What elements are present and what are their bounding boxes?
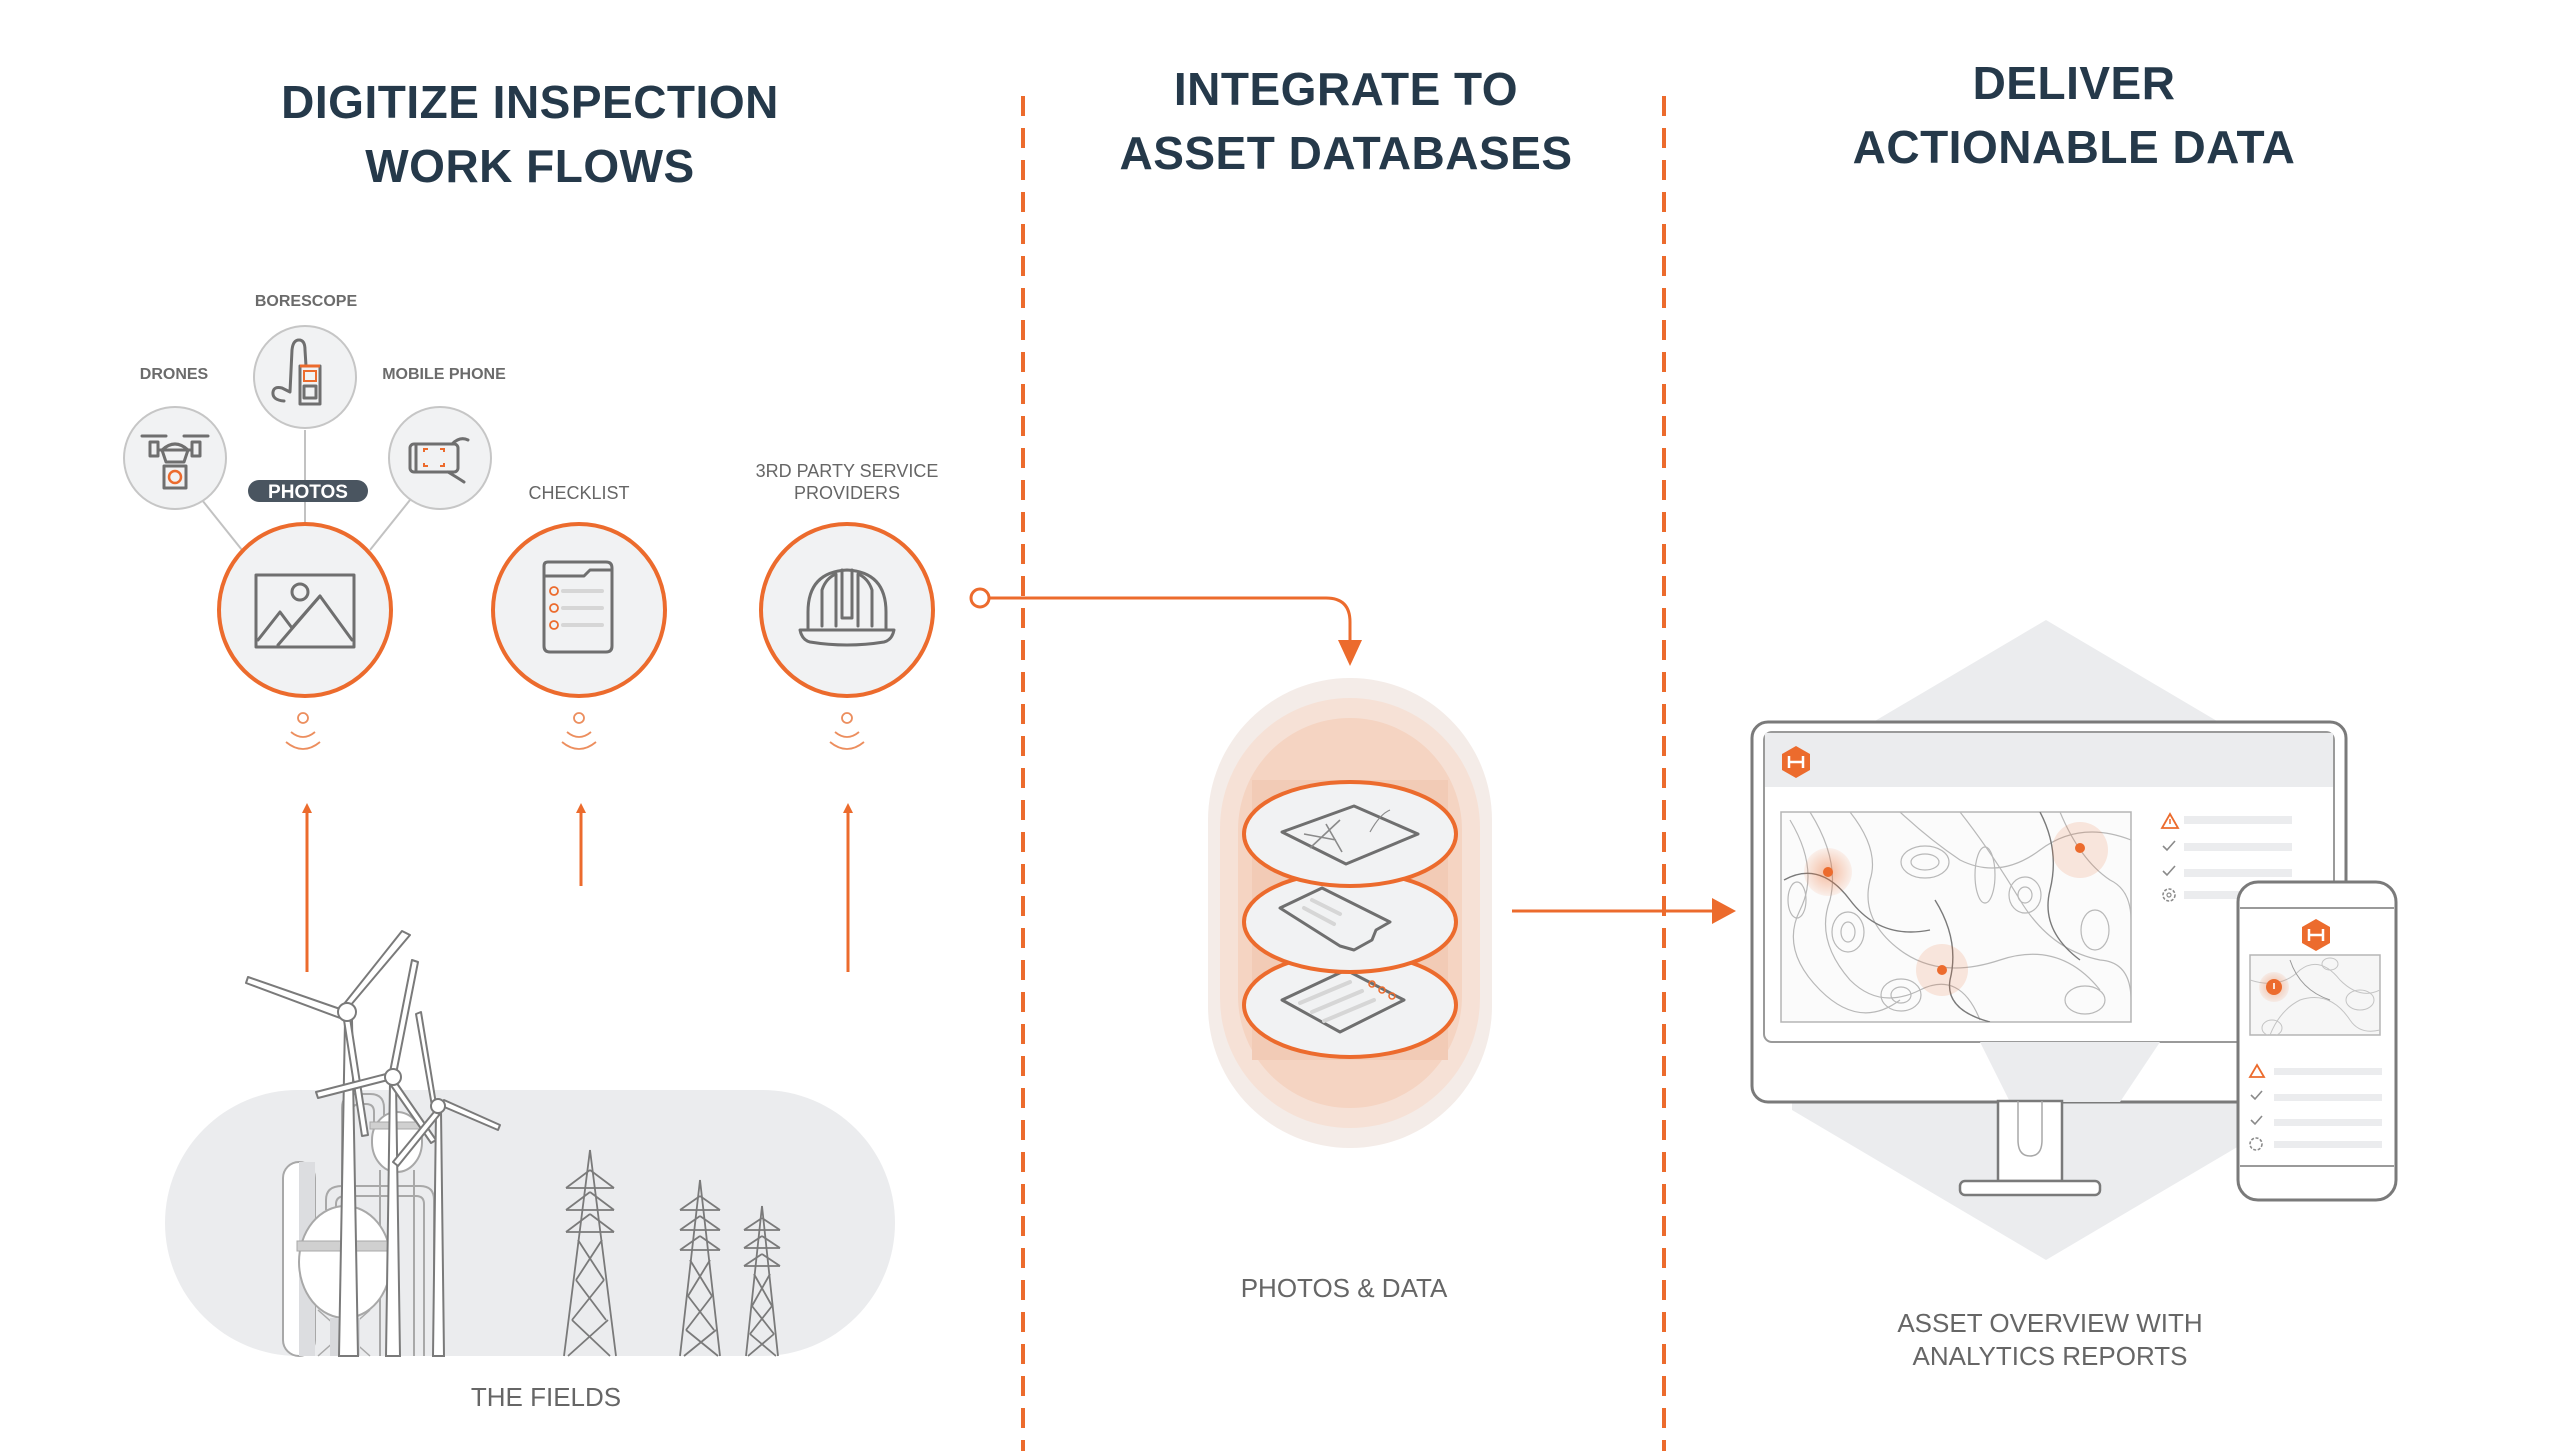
hexagon-logo-icon <box>2302 919 2330 951</box>
section-title-deliver: DELIVER ACTIONABLE DATA <box>1853 57 2296 173</box>
photos-input <box>217 522 393 698</box>
wireless-signal-icon <box>561 712 597 750</box>
gear-icon <box>2162 888 2176 902</box>
hard-hat-icon <box>798 568 896 647</box>
check-icon <box>2250 1090 2263 1101</box>
section-title-integrate: INTEGRATE TO ASSET DATABASES <box>1119 63 1572 179</box>
wireless-signal-icon <box>285 712 321 750</box>
caption-the-fields: THE FIELDS <box>471 1382 621 1412</box>
third-party-label-line1: 3RD PARTY SERVICE <box>756 461 939 481</box>
borescope-icon <box>271 338 322 406</box>
arrow-head <box>1338 640 1362 666</box>
mobile-phone-source <box>388 406 492 510</box>
drone-source <box>123 406 227 510</box>
title-line: ACTIONABLE DATA <box>1853 121 2296 173</box>
check-icon <box>2162 840 2176 852</box>
check-icon <box>2250 1115 2263 1126</box>
connector-line <box>369 499 411 551</box>
device-showcase <box>1750 620 2398 1260</box>
connector-line <box>201 499 243 551</box>
fields-illustration <box>165 930 895 1357</box>
source-label-borescope: BORESCOPE <box>255 293 358 310</box>
drone-icon <box>140 434 210 490</box>
checklist-icon <box>542 560 614 654</box>
status-list <box>2248 1063 2382 1151</box>
database-stack <box>1208 678 1492 1148</box>
topographic-map <box>1780 811 2132 1023</box>
caption-overview-line1: ASSET OVERVIEW WITH <box>1897 1308 2202 1338</box>
power-pylon <box>743 1205 781 1357</box>
integration-connector <box>969 587 1362 666</box>
title-line: WORK FLOWS <box>365 140 695 192</box>
photos-label: PHOTOS <box>268 482 348 503</box>
source-label-drones: DRONES <box>140 366 209 383</box>
hexagon-logo-icon <box>1782 746 1810 778</box>
checklist-input <box>491 522 667 698</box>
arrow-head <box>1712 898 1736 924</box>
turbine-photo-icon <box>1280 804 1420 866</box>
mobile-phone-icon <box>408 437 470 484</box>
borescope-source <box>253 325 357 429</box>
title-line: INTEGRATE TO <box>1174 63 1518 115</box>
power-pylon <box>679 1179 721 1357</box>
checklist-label: CHECKLIST <box>528 483 629 503</box>
warning-icon <box>2248 1063 2266 1078</box>
map-marker <box>1823 867 1833 877</box>
third-party-label-line2: PROVIDERS <box>794 483 900 503</box>
map-marker <box>1937 965 1947 975</box>
map-marker <box>2075 843 2085 853</box>
section-title-digitize: DIGITIZE INSPECTION WORK FLOWS <box>281 76 779 192</box>
gear-icon <box>2249 1137 2263 1151</box>
form-document-icon <box>1280 968 1406 1034</box>
title-line: DELIVER <box>1973 57 2176 109</box>
title-line: ASSET DATABASES <box>1119 127 1572 179</box>
check-icon <box>2162 865 2176 877</box>
document-icon <box>1278 886 1392 952</box>
source-label-mobile-phone: MOBILE PHONE <box>382 366 506 383</box>
caption-photos-data: PHOTOS & DATA <box>1241 1273 1448 1303</box>
status-list <box>2160 812 2292 902</box>
power-pylon <box>563 1149 617 1357</box>
image-icon <box>254 573 356 649</box>
mobile-phone <box>2236 880 2398 1202</box>
photos-badge: PHOTOS <box>248 480 368 503</box>
title-line: DIGITIZE INSPECTION <box>281 76 779 128</box>
warning-icon <box>2160 812 2180 829</box>
wireless-signal-icon <box>829 712 865 750</box>
caption-overview-line2: ANALYTICS REPORTS <box>1913 1341 2188 1371</box>
third-party-input <box>759 522 935 698</box>
